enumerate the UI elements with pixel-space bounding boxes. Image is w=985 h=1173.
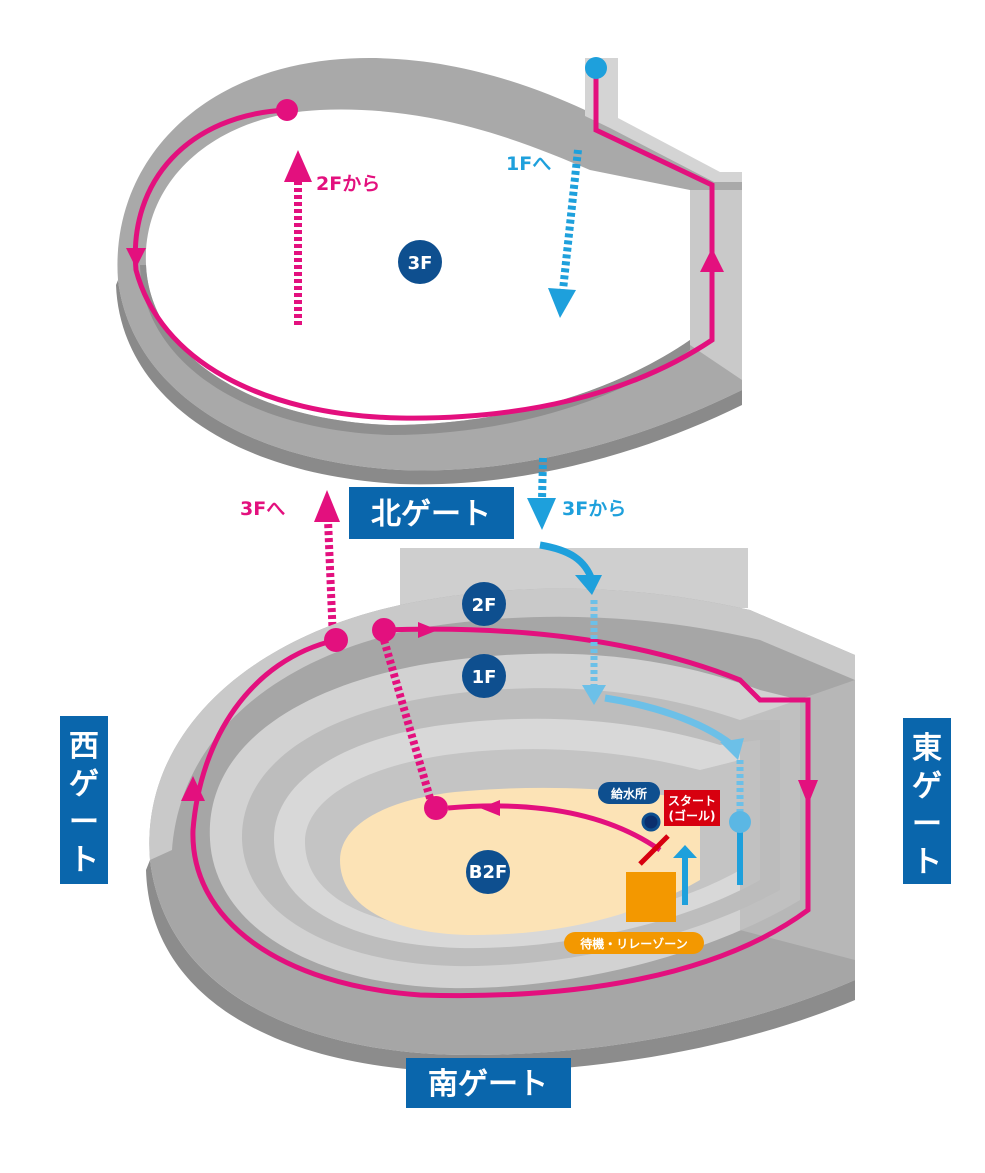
down-arrow-icon [548,288,576,318]
circle-marker-icon [729,811,751,833]
svg-text:2F: 2F [472,595,497,616]
water-station: 給水所 [598,782,661,832]
east-gate: 東 ゲ ー ト [903,718,951,884]
up-arrow-icon [673,845,697,858]
svg-text:ー: ー [69,805,99,840]
relay-zone-label: 待機・リレーゾーン [580,936,687,951]
down-arrow-icon [582,685,606,705]
west-gate: 西 ゲ ー ト [60,716,108,884]
water-station-label: 給水所 [611,786,647,801]
down-arrow-icon [527,498,556,530]
svg-text:ー: ー [912,807,942,842]
circle-marker-icon [585,57,607,79]
relay-zone: 待機・リレーゾーン [564,872,704,954]
up-arrow-icon [314,490,340,522]
svg-text:ト: ト [912,845,942,880]
left-arrow-icon [480,800,500,816]
down-arrow-icon [126,248,146,268]
svg-text:B2F: B2F [469,862,508,883]
circle-marker-icon [324,628,348,652]
svg-text:西: 西 [69,729,99,764]
up-arrow-icon [284,150,312,182]
start-label: スタート [668,794,716,808]
floor-badge-3f: 3F [398,240,442,284]
circle-marker-icon [424,796,448,820]
route-lower-pink [181,618,818,999]
south-gate-label: 南ゲート [428,1067,548,1102]
stadium-structure [146,548,855,1072]
start-goal-marker: スタート (ゴール) [638,790,720,866]
label-to-1f: 1Fへ [506,153,551,175]
circle-marker-icon [641,812,661,832]
circle-marker-icon [276,99,298,121]
down-arrow-icon [575,575,602,595]
label-from-3f: 3Fから [562,498,626,520]
label-from-2f: 2Fから [316,173,380,195]
label-to-3f: 3Fへ [240,498,285,520]
svg-text:3F: 3F [408,253,433,274]
down-arrow-icon [798,780,818,805]
svg-text:ゲ: ゲ [912,769,942,804]
svg-text:東: 東 [912,731,942,766]
floor-badge-b2f: B2F [466,850,510,894]
svg-text:1F: 1F [472,667,497,688]
svg-text:ト: ト [69,843,99,878]
arrow-to-3f: 3Fへ [240,490,340,641]
floor-badge-1f: 1F [462,654,506,698]
north-gate-label: 北ゲート [371,497,491,532]
route-3f-pink [126,57,724,421]
up-arrow-icon [700,248,724,272]
north-gate: 北ゲート [349,487,514,539]
arrow-from-2f: 2Fから [284,150,380,325]
up-arrow-icon [181,776,205,801]
south-gate: 南ゲート [406,1058,571,1108]
goal-label: (ゴール) [669,808,716,823]
down-arrow-icon [720,738,744,760]
arrow-to-1f: 1Fへ [506,149,582,318]
svg-text:ゲ: ゲ [69,767,99,802]
arrow-from-3f: 3Fから [527,457,626,530]
route-lower-blue [539,541,751,905]
floor-badge-2f: 2F [462,582,506,626]
right-arrow-icon [418,622,438,638]
circle-marker-icon [372,618,396,642]
